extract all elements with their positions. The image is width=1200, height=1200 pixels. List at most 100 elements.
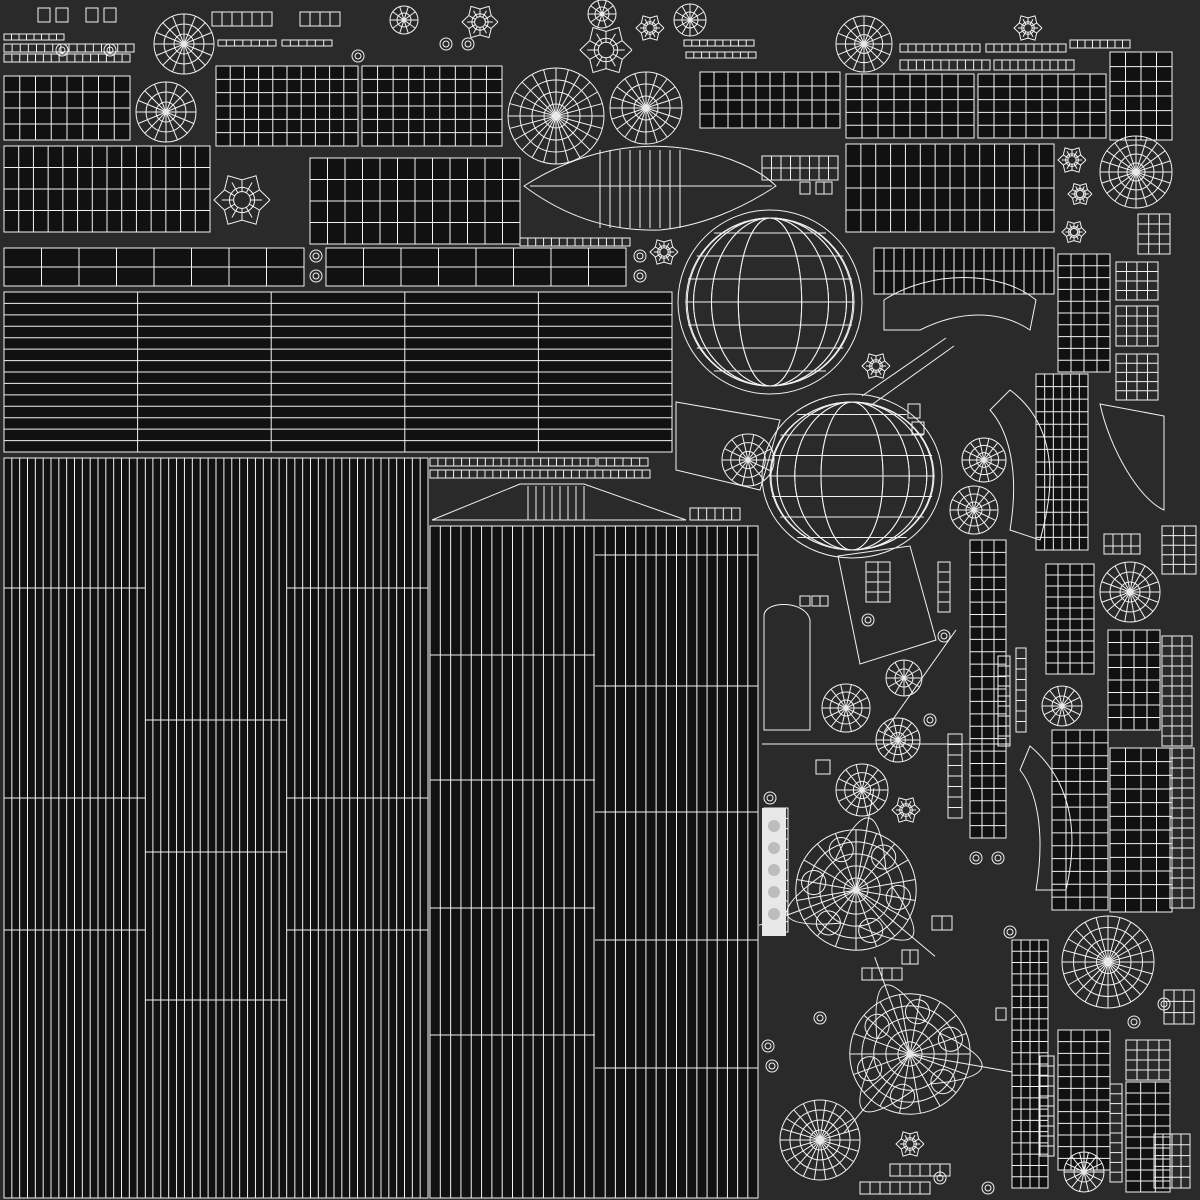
radial-island: [1063, 1151, 1105, 1193]
bolt-island: [633, 269, 647, 283]
bolt-island: [765, 1059, 779, 1073]
bolt-island: [763, 791, 777, 805]
strip-island: [685, 51, 757, 59]
grid-island: [699, 71, 841, 129]
plank-panel-bottom-middle: [429, 525, 759, 1199]
bolt-island: [439, 37, 453, 51]
plank-panel-bottom-left: [3, 457, 429, 1199]
small-island: [907, 403, 921, 419]
gear-island: [649, 239, 679, 265]
sphere-shell: [761, 393, 943, 559]
small-island: [761, 155, 839, 181]
small-island: [1163, 989, 1195, 1025]
tripod-arm: [874, 956, 926, 1055]
gear-island: [1057, 147, 1087, 173]
bolt-island: [937, 629, 951, 643]
small-island: [815, 759, 831, 775]
small-island: [811, 595, 829, 607]
radial-island: [587, 0, 617, 29]
gear-island: [635, 15, 665, 41]
strip-island: [519, 237, 631, 247]
bolt-island: [309, 269, 323, 283]
strip-island: [689, 507, 741, 521]
bolt-island: [1127, 1015, 1141, 1029]
bolt-island: [981, 1181, 995, 1195]
bolt-island: [761, 1039, 775, 1053]
small-island: [1125, 1039, 1171, 1081]
grid-island: [969, 539, 1007, 839]
small-island: [1115, 305, 1159, 347]
bridge-island: [431, 337, 1010, 745]
strip-island: [899, 43, 981, 53]
strip-island: [429, 457, 597, 467]
grid-island: [309, 157, 521, 245]
radial-island: [673, 3, 707, 37]
small-island: [1015, 647, 1027, 733]
small-island: [901, 949, 919, 965]
strip-island: [429, 469, 651, 479]
gear-island: [861, 353, 891, 379]
highlight-strip: [762, 808, 786, 936]
small-island: [103, 7, 117, 23]
radial-island: [721, 433, 775, 487]
small-islands: [37, 7, 1197, 1195]
small-island: [937, 561, 951, 613]
radial-island: [779, 1099, 861, 1181]
bolt-island: [351, 49, 365, 63]
grid-island: [361, 65, 503, 147]
small-island: [1169, 747, 1195, 909]
tripod-arm: [843, 1053, 914, 1134]
grid-island: [873, 247, 1055, 295]
strip-island: [683, 39, 755, 47]
radial-island: [1041, 685, 1083, 727]
bolt-island: [103, 43, 117, 57]
small-island: [861, 967, 903, 981]
grid-island: [1109, 747, 1173, 913]
radial-island: [609, 71, 683, 145]
small-island: [1109, 1083, 1123, 1183]
strip-island: [993, 59, 1075, 71]
plank-panel-bm-frame: [429, 525, 759, 1199]
grid-island: [1011, 939, 1049, 1189]
grid-island: [1045, 563, 1095, 675]
radial-island: [1099, 135, 1173, 209]
radial-island: [507, 67, 605, 165]
tripod-arm: [834, 788, 887, 891]
small-island: [85, 7, 99, 23]
small-island: [1039, 1055, 1055, 1157]
grid-island: [3, 145, 211, 233]
grid-island: [845, 143, 1055, 233]
tripod-hub: [849, 993, 971, 1115]
gear-island: [1013, 15, 1043, 41]
bolt-island: [309, 249, 323, 263]
lens-islands: [431, 145, 1010, 745]
bolt-island: [55, 43, 69, 57]
grid-island: [1057, 1029, 1111, 1171]
small-island: [299, 11, 341, 27]
bolt-island: [461, 37, 475, 51]
small-island: [55, 7, 69, 23]
small-island: [799, 181, 811, 195]
dome-shell: [677, 209, 863, 395]
strip-island: [3, 33, 65, 41]
strip-island: [985, 43, 1067, 53]
radial-island: [821, 683, 871, 733]
shell-islands: [675, 209, 1165, 891]
small-island: [859, 1181, 931, 1195]
strip-island: [217, 39, 277, 47]
strip-island: [597, 457, 649, 467]
strip-island: [1069, 39, 1131, 49]
radial-island: [835, 763, 889, 817]
small-island: [1115, 353, 1159, 401]
bolt-island: [923, 713, 937, 727]
bolt-island: [633, 249, 647, 263]
bolt-island: [933, 1171, 947, 1185]
radial-island: [389, 5, 419, 35]
bolt-island: [1157, 997, 1171, 1011]
radial-island: [885, 659, 923, 697]
grid-island: [1109, 51, 1173, 141]
bolt-island: [813, 1011, 827, 1025]
grid-island: [1057, 253, 1111, 373]
bolt-island: [969, 851, 983, 865]
